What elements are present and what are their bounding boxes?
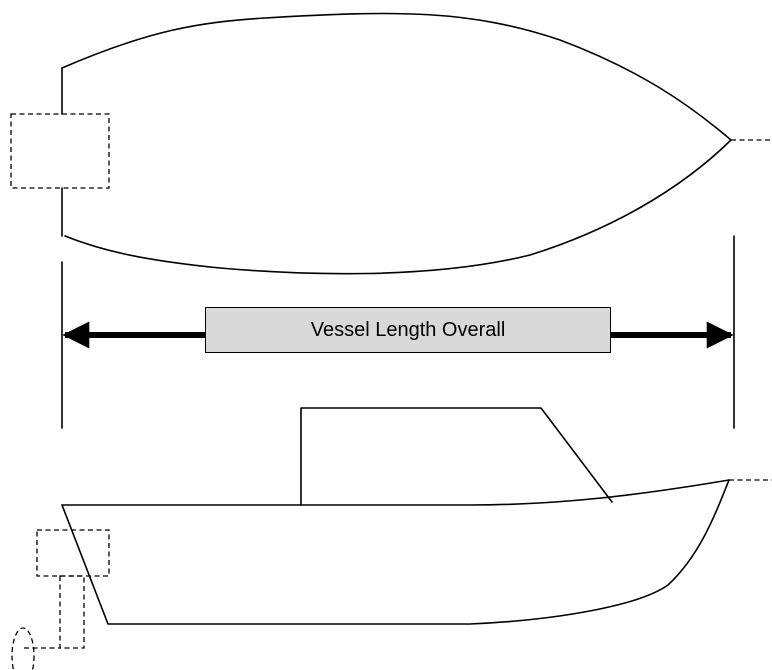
outboard-motor-plan-dashed	[10, 113, 110, 189]
outboard-motor-leg-dashed	[59, 575, 85, 649]
hull-profile-bottom	[61, 479, 730, 625]
length-overall-label-box: Vessel Length Overall	[205, 307, 611, 353]
length-dimension	[61, 235, 735, 429]
length-overall-label: Vessel Length Overall	[310, 318, 506, 341]
propeller-dashed	[11, 627, 35, 670]
hull-profile-sheer-line	[61, 479, 730, 506]
cabin-outline	[300, 407, 613, 506]
hull-plan-view	[10, 12, 772, 275]
hull-plan-outline	[61, 12, 732, 275]
hull-profile-view	[11, 407, 772, 670]
outboard-motor-head-dashed	[36, 529, 110, 577]
